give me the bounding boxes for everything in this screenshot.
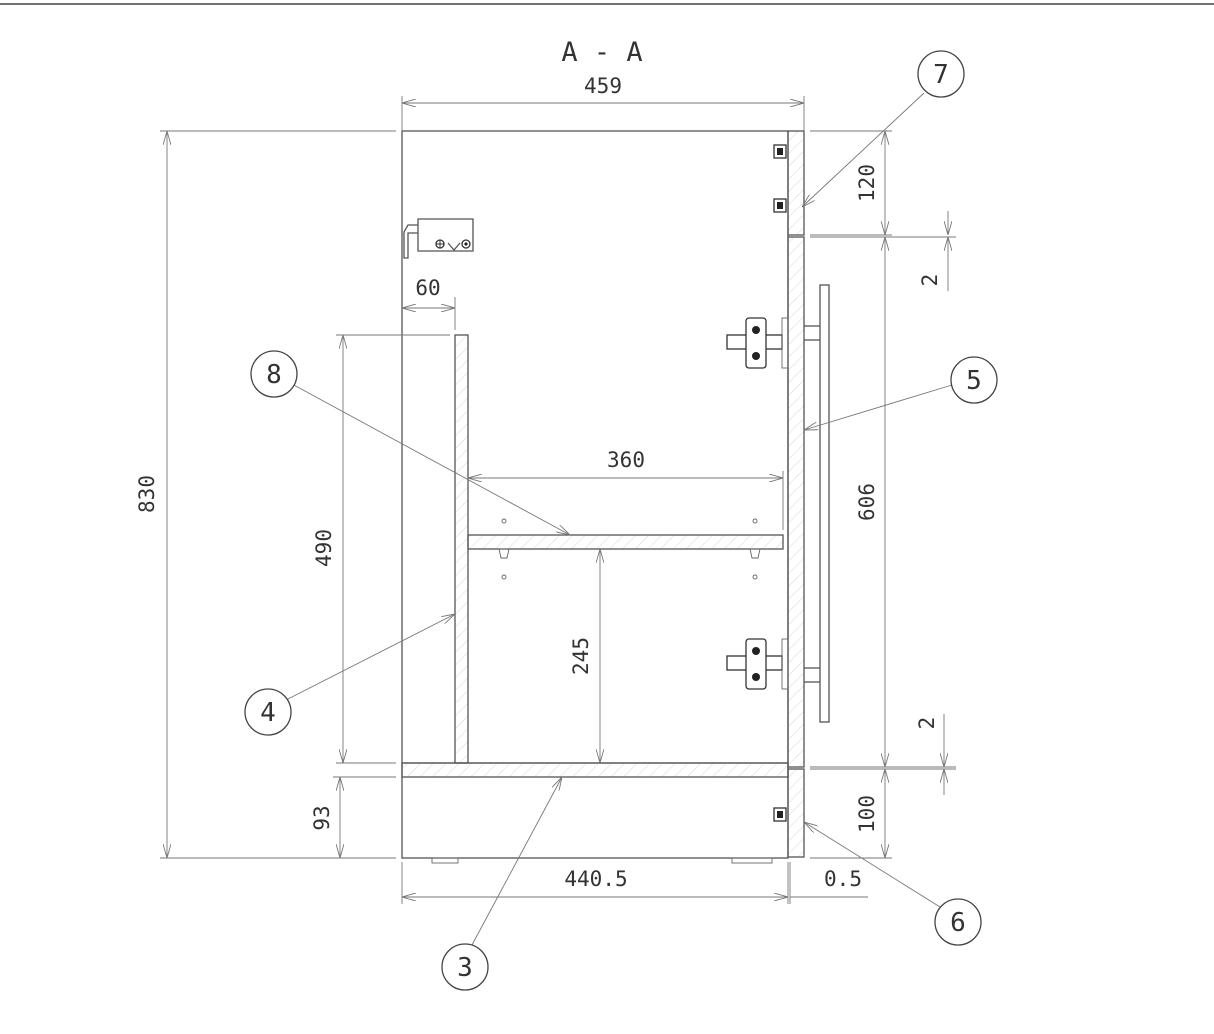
front-panels [787, 130, 805, 858]
balloon-7: 7 [917, 50, 965, 98]
leader-5 [804, 384, 953, 430]
svg-text:7: 7 [933, 60, 949, 90]
partition-panel [454, 334, 469, 764]
dim-plinth-right [810, 769, 892, 859]
svg-text:8: 8 [266, 360, 282, 390]
shelf-supports [498, 518, 761, 580]
leader-4 [285, 614, 455, 701]
dim-door-gap-label: 0.5 [824, 867, 862, 891]
balloon-5: 5 [950, 356, 998, 404]
leader-6 [804, 822, 941, 908]
balloon-6: 6 [934, 898, 982, 946]
dim-shelf-width-label: 360 [607, 448, 645, 472]
svg-text:4: 4 [260, 698, 276, 728]
dim-top-width [401, 96, 805, 131]
dim-plinth-right-label: 100 [855, 795, 879, 833]
svg-text:5: 5 [966, 366, 982, 396]
hinge-upper [726, 317, 789, 369]
leader-3 [471, 777, 562, 946]
wall-hanger-bracket [403, 218, 474, 259]
dim-left-offset-label: 60 [415, 276, 440, 300]
dim-left-offset [402, 297, 456, 330]
section-title: A - A [561, 37, 642, 68]
dim-top-rail-label: 120 [855, 164, 879, 202]
dim-bottom-width-label: 440.5 [564, 867, 627, 891]
leader-7 [802, 92, 925, 207]
dim-panel-height-label: 490 [312, 529, 336, 567]
balloon-3: 3 [441, 943, 489, 991]
dim-door-gap [789, 862, 868, 904]
dim-door-height-label: 606 [855, 483, 879, 521]
dim-top-rail [810, 130, 892, 236]
dim-shelf-width [468, 471, 784, 530]
svg-text:3: 3 [457, 953, 473, 983]
dim-plinth-left-label: 93 [310, 805, 334, 830]
dim-total-height [160, 130, 396, 859]
dim-top-width-label: 459 [584, 74, 622, 98]
shelf-panel [467, 534, 784, 550]
balloon-4: 4 [244, 688, 292, 736]
dim-panel-height [336, 334, 450, 764]
door-handle [804, 284, 830, 723]
dim-total-height-label: 830 [135, 475, 159, 513]
front-clips [773, 144, 787, 822]
svg-text:6: 6 [950, 908, 966, 938]
bottom-panel [401, 762, 789, 778]
dim-plinth-left [333, 776, 396, 858]
hinge-lower [726, 638, 789, 690]
balloon-8: 8 [250, 350, 298, 398]
dim-gap-bottom-label: 2 [915, 717, 939, 730]
dim-gap-top-label: 2 [918, 274, 942, 287]
dim-shelf-height-label: 245 [569, 637, 593, 675]
leader-8 [291, 383, 570, 535]
dim-bottom-width [401, 862, 789, 904]
